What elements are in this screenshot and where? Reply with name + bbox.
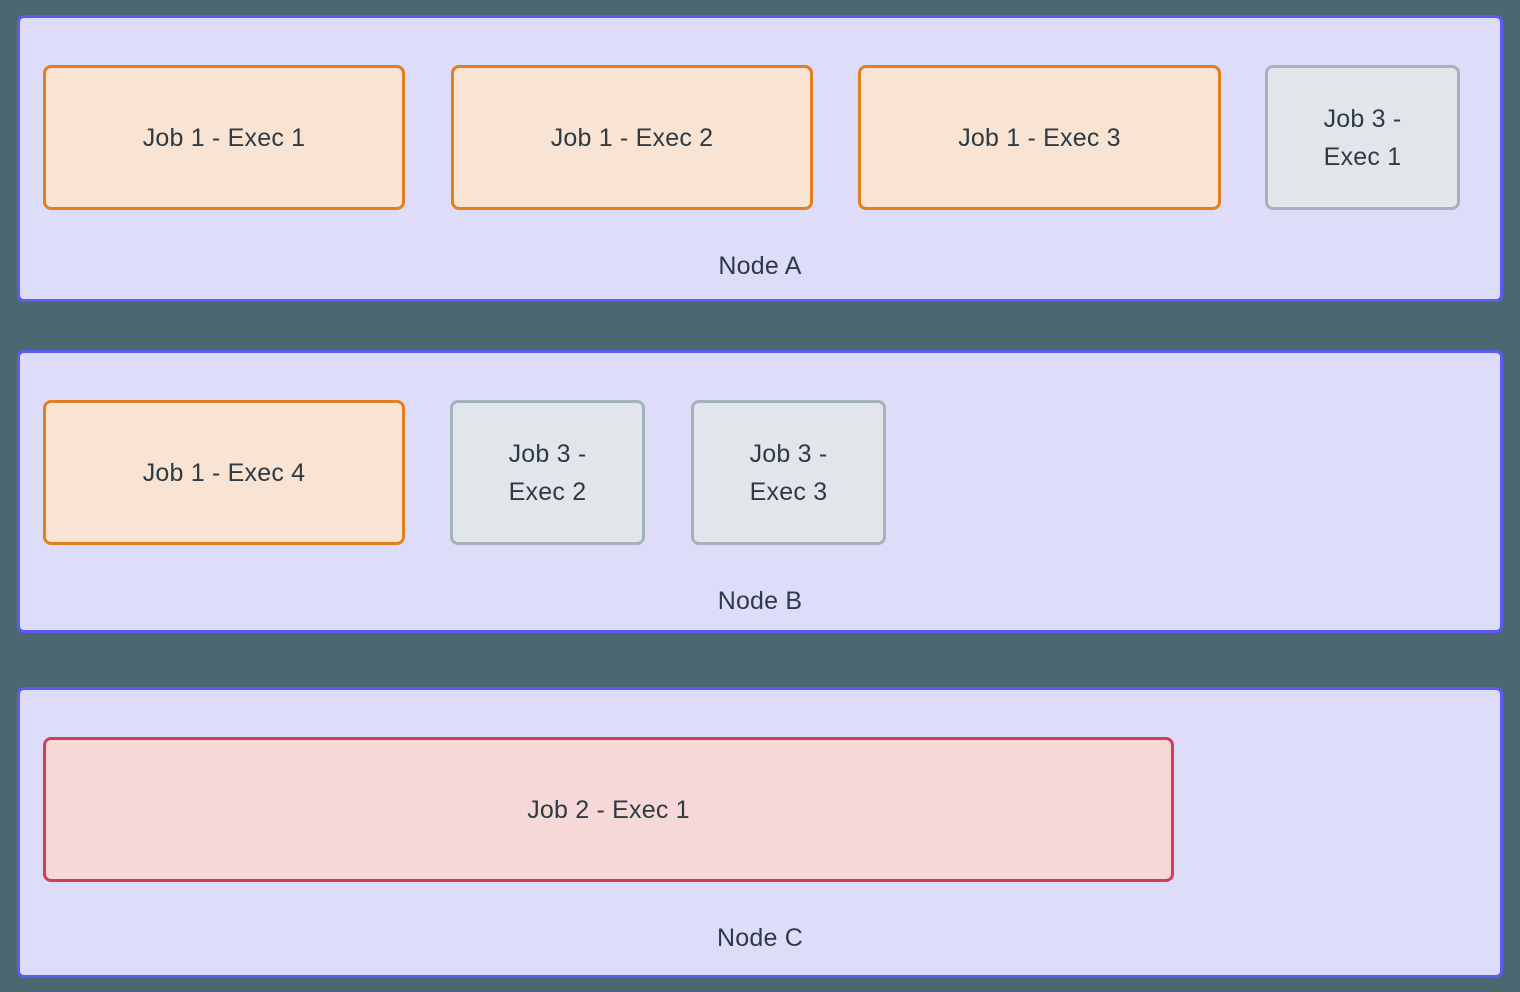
task-job3-exec2[interactable]: Job 3 - Exec 2 [450,400,645,545]
task-job1-exec1[interactable]: Job 1 - Exec 1 [43,65,405,210]
task-label: Job 1 - Exec 3 [958,123,1121,152]
node-label-b: Node B [717,587,803,615]
node-label-c: Node C [717,924,803,952]
task-job2-exec1[interactable]: Job 2 - Exec 1 [43,737,1174,882]
task-job1-exec4[interactable]: Job 1 - Exec 4 [43,400,405,545]
task-label: Job 3 - Exec 1 [1323,104,1402,171]
task-job3-exec1[interactable]: Job 3 - Exec 1 [1265,65,1460,210]
task-label: Job 3 - Exec 3 [749,439,828,506]
task-label: Job 1 - Exec 2 [550,123,714,152]
node-container-c[interactable]: Job 2 - Exec 1 Node C [17,687,1503,978]
task-job3-exec3[interactable]: Job 3 - Exec 3 [691,400,886,545]
task-job1-exec3[interactable]: Job 1 - Exec 3 [858,65,1221,210]
task-label: Job 2 - Exec 1 [527,795,690,824]
task-job1-exec2[interactable]: Job 1 - Exec 2 [451,65,813,210]
task-label: Job 1 - Exec 4 [142,458,306,487]
node-label-a: Node A [718,252,802,280]
node-container-b[interactable]: Job 1 - Exec 4 Job 3 - Exec 2 Job 3 - Ex… [17,350,1503,633]
node-container-a[interactable]: Job 1 - Exec 1 Job 1 - Exec 2 Job 1 - Ex… [17,15,1503,302]
task-label: Job 3 - Exec 2 [508,439,587,506]
task-label: Job 1 - Exec 1 [142,123,306,152]
